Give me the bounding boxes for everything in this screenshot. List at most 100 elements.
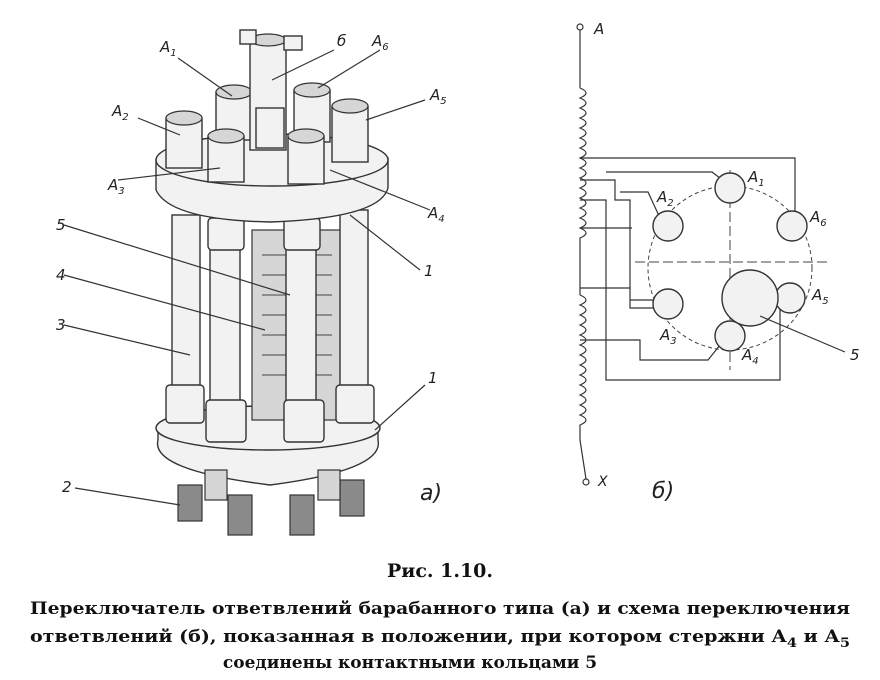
label-a1: A [159,38,170,56]
contact-a1 [714,172,746,204]
caption-line-3: соединены контактными кольцами 5 [223,653,597,673]
rod [171,214,201,411]
rod-sleeve [165,384,205,424]
terminal-A [576,23,584,31]
caption-line-2-sub2: 5 [840,636,850,651]
label-a4: A [427,204,438,222]
svg-text:A5: A5 [811,286,829,307]
label-b-a6-sub: 6 [820,218,826,229]
rod [209,224,241,426]
label-b-a3: A [659,326,670,344]
svg-text:A4: A4 [741,346,759,367]
bottom-terminal [339,479,365,517]
caption-line-2-b: и А [797,627,840,647]
bottom-terminal [204,469,228,501]
contact-a4 [714,320,746,352]
label-1-bottom: 1 [428,369,438,387]
contact-a5 [774,282,806,314]
label-b-a2-sub: 2 [667,198,673,209]
label-a5: A [429,86,440,104]
contact-a3 [652,288,684,320]
svg-text:A1: A1 [747,168,765,189]
rod [339,209,369,411]
label-a4-sub: 4 [438,214,444,225]
tube-a5 [331,105,369,163]
shaft-pin [283,35,303,51]
rod [285,224,317,426]
bottom-terminal [227,494,253,536]
contact-a6 [776,210,808,242]
switching-scheme [576,23,846,486]
shaft-pin [239,29,257,45]
tap-wires [580,157,796,381]
label-a3: A [107,176,118,194]
label-a2: A [111,102,122,120]
terminal-X [582,478,590,486]
label-X: X [597,474,608,490]
svg-text:A2: A2 [656,188,674,209]
svg-text:A6: A6 [809,208,827,229]
label-A: A [593,20,604,38]
tag-a: а) [420,481,442,506]
rod-sleeve [283,217,321,251]
bottom-terminal [317,469,341,501]
label-b-a6: A [809,208,820,226]
label-b-a2: A [656,188,667,206]
caption-line-1: Переключатель ответвлений барабанного ти… [30,599,850,619]
label-5: 5 [56,216,66,234]
label-2: 2 [62,478,72,496]
contact-a2 [652,210,684,242]
tube-a3 [207,135,245,183]
drum-switch-drawing [155,29,389,536]
label-b-a4-sub: 4 [752,356,758,367]
label-a1-sub: 1 [170,48,176,59]
label-a2-sub: 2 [122,112,128,123]
tube-a2 [165,117,203,169]
caption-number: Рис. 1.10. [387,560,493,582]
label-b-a1-sub: 1 [758,178,764,189]
rod-sleeve [207,217,245,251]
winding [578,30,587,480]
caption-line-2-sub1: 4 [787,636,797,651]
caption-line-2-a: ответвлений (б), показанная в положении,… [30,627,787,647]
label-b-a3-sub: 3 [670,336,676,347]
labels-b: A X A1 A2 A6 A5 A3 A4 5 б) [593,20,860,504]
label-4: 4 [56,266,66,284]
label-b: б [337,32,346,50]
wire-a2 [620,191,661,219]
label-a6-sub: 6 [382,42,388,53]
svg-text:A2: A2 [111,102,129,123]
bottom-terminal [177,484,203,522]
label-b-5: 5 [850,346,860,364]
leaders-a [63,49,431,506]
svg-text:A3: A3 [659,326,677,347]
caption-line-2: ответвлений (б), показанная в положении,… [30,627,850,651]
svg-text:A5: A5 [429,86,447,107]
label-3: 3 [56,316,66,334]
svg-text:A1: A1 [159,38,177,59]
bottom-terminal [289,494,315,536]
label-a6: A [371,32,382,50]
label-b-a5: A [811,286,822,304]
svg-text:A6: A6 [371,32,389,53]
caption: Рис. 1.10. Переключатель ответвлений бар… [30,560,850,673]
svg-text:A4: A4 [427,204,445,225]
label-a3-sub: 3 [118,186,124,197]
label-b-a4: A [741,346,752,364]
wire-a1 [606,171,726,183]
tag-b: б) [652,479,674,504]
top-tubes [165,82,369,185]
label-b-a5-sub: 5 [822,296,828,307]
rod-sleeve [205,399,247,443]
svg-text:A3: A3 [107,176,125,197]
label-1-top: 1 [424,262,434,280]
labels-a: A1 б A6 A2 A5 A3 A4 5 4 3 1 1 2 а) [56,32,447,506]
shaft-collar [255,107,285,149]
contact-ring-5 [721,269,779,327]
leader-5 [759,315,846,353]
label-a5-sub: 5 [440,96,446,107]
rod-sleeve [335,384,375,424]
label-b-a1: A [747,168,758,186]
rod-sleeve [283,399,325,443]
